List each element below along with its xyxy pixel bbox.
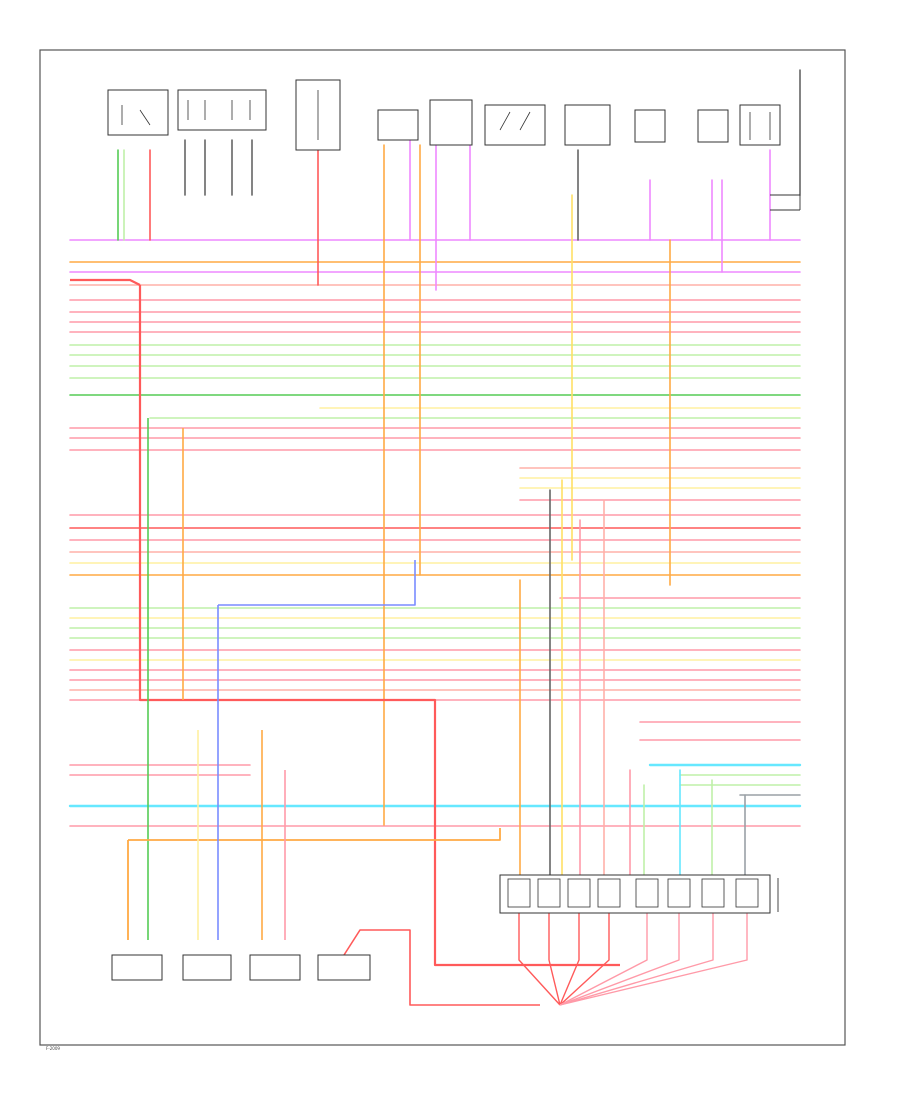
diagram-frame bbox=[39, 49, 846, 1046]
transmission-fluid-temp-sensor bbox=[377, 109, 419, 141]
shift-solenoid-c bbox=[697, 109, 729, 143]
component-layer bbox=[107, 79, 801, 981]
injector-return-2 bbox=[548, 913, 561, 1006]
sensor-wire-1c bbox=[128, 828, 501, 841]
injector-block bbox=[499, 874, 779, 914]
electronic-pressure-control bbox=[429, 99, 473, 146]
ecm-power-relay bbox=[107, 89, 169, 136]
torque-converter-clutch bbox=[564, 104, 611, 146]
crankshaft-sensor bbox=[295, 79, 341, 151]
shift-solenoid-b bbox=[634, 109, 666, 143]
right-connector bbox=[770, 194, 801, 211]
fuel-pump-sensor-4 bbox=[317, 954, 371, 981]
fuel-pump-sensor-3 bbox=[249, 954, 301, 981]
page-label: F-2009 bbox=[46, 1046, 60, 1051]
injector-return-5 bbox=[559, 913, 648, 1006]
injector-return-1 bbox=[518, 913, 561, 1006]
fuel-pump-sensor-2 bbox=[182, 954, 232, 981]
bridge-wire-2 bbox=[218, 560, 416, 606]
sensor-return-4 bbox=[343, 929, 540, 1006]
wire-layer bbox=[68, 69, 802, 1006]
injector-return-6 bbox=[559, 913, 680, 1006]
feed-wire-top bbox=[70, 278, 141, 286]
injector-return-7 bbox=[559, 913, 714, 1006]
output-shaft-speed-sensor bbox=[177, 89, 267, 131]
feed-wire-main bbox=[138, 285, 620, 967]
shift-solenoid-a bbox=[484, 104, 546, 146]
injector-return-4 bbox=[559, 913, 610, 1006]
injector-return-3 bbox=[559, 913, 580, 1006]
fuel-pump-sensor-1 bbox=[111, 954, 163, 981]
injector-return-8 bbox=[559, 913, 748, 1006]
coast-clutch-solenoid bbox=[739, 104, 781, 146]
